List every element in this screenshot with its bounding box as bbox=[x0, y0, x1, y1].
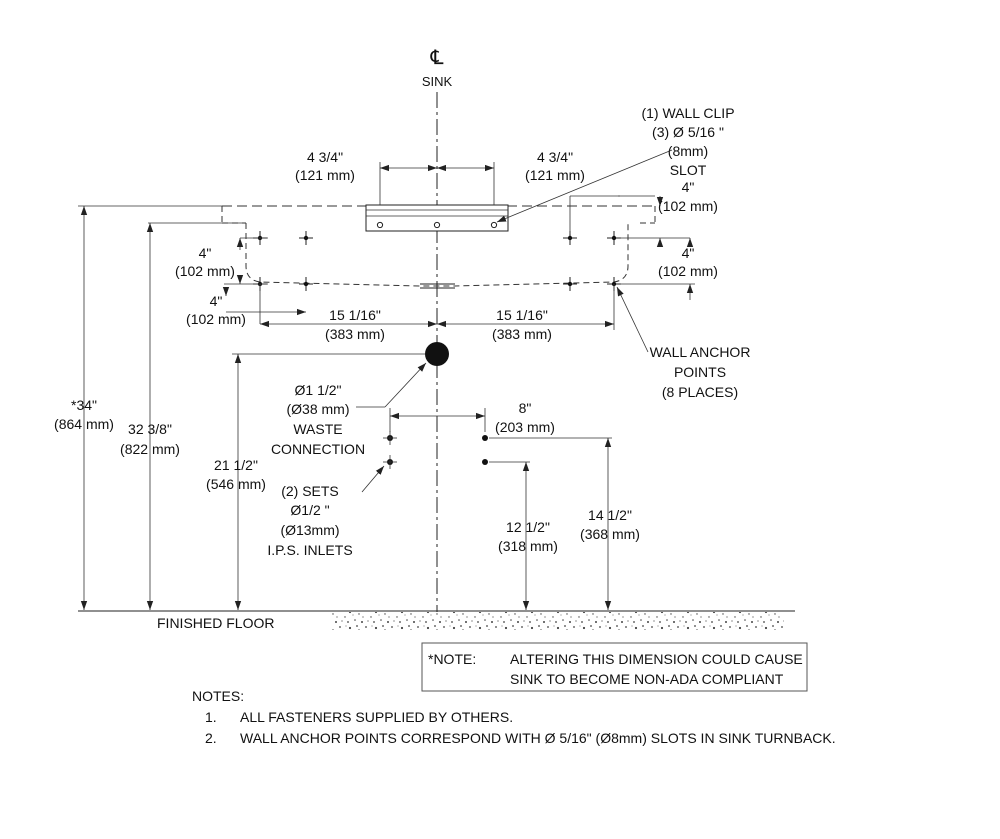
supply-inlets: 8" (203 mm) (2) SETS Ø1/2 " (Ø13mm) I.P.… bbox=[267, 400, 555, 558]
wall-clip-callout-line: (1) WALL CLIP bbox=[641, 105, 734, 121]
dim-height-12-metric: (318 mm) bbox=[498, 538, 558, 554]
inlet-callout-line: I.P.S. INLETS bbox=[267, 542, 352, 558]
centerline-label: SINK bbox=[422, 74, 453, 89]
wall-clip bbox=[365, 204, 509, 232]
note-number: 1. bbox=[205, 709, 217, 725]
centerline-symbol: ℄ bbox=[430, 47, 444, 69]
dim-clip-left-value: 4 3/4" bbox=[307, 149, 343, 165]
wall-anchor-point bbox=[563, 277, 577, 291]
inlet-callout-line: Ø1/2 " bbox=[290, 502, 329, 518]
dim-clip-right-metric: (121 mm) bbox=[525, 167, 585, 183]
dim-inlet-spacing-value: 8" bbox=[519, 400, 532, 416]
dim-mid-left-4-value: 4" bbox=[199, 245, 212, 261]
dim-top-right-4-value: 4" bbox=[682, 179, 695, 195]
dim-height-14-value: 14 1/2" bbox=[588, 507, 632, 523]
dim-span-left-value: 15 1/16" bbox=[329, 307, 381, 323]
dim-height-21-metric: (546 mm) bbox=[206, 476, 266, 492]
dim-height-32-metric: (822 mm) bbox=[120, 441, 180, 457]
wall-clip-callout: (1) WALL CLIP (3) Ø 5/16 " (8mm) SLOT bbox=[496, 105, 735, 223]
clip-slot bbox=[490, 221, 498, 229]
floor-label: FINISHED FLOOR bbox=[157, 615, 274, 631]
inlet-callout-line: (2) SETS bbox=[281, 483, 339, 499]
wall-anchor-callout: WALL ANCHOR POINTS (8 PLACES) bbox=[616, 286, 751, 400]
wall-clip-callout-line: (8mm) bbox=[668, 143, 708, 159]
general-notes: NOTES: 1. ALL FASTENERS SUPPLIED BY OTHE… bbox=[192, 688, 836, 746]
wall-anchor-callout-line: POINTS bbox=[674, 364, 726, 380]
dim-span-left-metric: (383 mm) bbox=[325, 326, 385, 342]
ada-note-box: *NOTE: ALTERING THIS DIMENSION COULD CAU… bbox=[421, 642, 808, 692]
ada-note-line: ALTERING THIS DIMENSION COULD CAUSE bbox=[510, 651, 803, 667]
dim-clip: 4 3/4" (121 mm) 4 3/4" (121 mm) bbox=[295, 149, 585, 205]
dim-mid-right-4-metric: (102 mm) bbox=[658, 263, 718, 279]
ada-note-line: SINK TO BECOME NON-ADA COMPLIANT bbox=[510, 671, 784, 687]
waste-callout-line: WASTE bbox=[293, 421, 342, 437]
dim-height-12-value: 12 1/2" bbox=[506, 519, 550, 535]
wall-clip-callout-line: SLOT bbox=[670, 162, 707, 178]
notes-heading: NOTES: bbox=[192, 688, 244, 704]
dim-top-right-4-metric: (102 mm) bbox=[658, 198, 718, 214]
clip-slot bbox=[433, 221, 441, 229]
dim-left-4: 4" (102 mm) 4" (102 mm) bbox=[148, 222, 306, 327]
waste-callout-line: (Ø38 mm) bbox=[287, 401, 350, 417]
wall-anchor-point bbox=[299, 231, 313, 245]
dim-clip-left-metric: (121 mm) bbox=[295, 167, 355, 183]
dim-low-left-4-value: 4" bbox=[210, 293, 223, 309]
dim-inlet-spacing-metric: (203 mm) bbox=[495, 419, 555, 435]
note-text: WALL ANCHOR POINTS CORRESPOND WITH Ø 5/1… bbox=[240, 730, 836, 746]
dim-height-14-metric: (368 mm) bbox=[580, 526, 640, 542]
clip-slot bbox=[376, 221, 384, 229]
wall-clip-callout-line: (3) Ø 5/16 " bbox=[652, 124, 724, 140]
dim-height-34-metric: (864 mm) bbox=[54, 416, 114, 432]
sink-centerline: ℄ SINK bbox=[422, 47, 453, 612]
dim-mid-right-4-value: 4" bbox=[682, 245, 695, 261]
wall-anchor-callout-line: WALL ANCHOR bbox=[650, 344, 751, 360]
inlet-callout-line: (Ø13mm) bbox=[280, 522, 339, 538]
dim-clip-right-value: 4 3/4" bbox=[537, 149, 573, 165]
dim-right-4: 4" (102 mm) 4" (102 mm) bbox=[569, 179, 718, 300]
wall-anchor-point bbox=[299, 277, 313, 291]
note-number: 2. bbox=[205, 730, 217, 746]
dim-low-left-4-metric: (102 mm) bbox=[186, 311, 246, 327]
wall-anchor-callout-line: (8 PLACES) bbox=[662, 384, 738, 400]
dim-height-32-value: 32 3/8" bbox=[128, 421, 172, 437]
height-dims: *34" (864 mm) 32 3/8" (822 mm) 21 1/2" (… bbox=[54, 205, 640, 610]
dim-height-21-value: 21 1/2" bbox=[214, 457, 258, 473]
ada-note-tag: *NOTE: bbox=[428, 651, 476, 667]
waste-callout-line: Ø1 1/2" bbox=[295, 382, 342, 398]
waste-connection: Ø1 1/2" (Ø38 mm) WASTE CONNECTION bbox=[271, 342, 449, 457]
dim-span-right-value: 15 1/16" bbox=[496, 307, 548, 323]
dim-mid-left-4-metric: (102 mm) bbox=[175, 263, 235, 279]
note-text: ALL FASTENERS SUPPLIED BY OTHERS. bbox=[240, 709, 513, 725]
finished-floor: FINISHED FLOOR bbox=[78, 610, 795, 631]
floor-hatch bbox=[332, 612, 784, 630]
wall-anchor-point bbox=[607, 231, 621, 245]
dim-height-34-value: *34" bbox=[71, 397, 97, 413]
waste-callout-line: CONNECTION bbox=[271, 441, 365, 457]
dim-span-right-metric: (383 mm) bbox=[492, 326, 552, 342]
dim-span: 15 1/16" (383 mm) 15 1/16" (383 mm) bbox=[260, 284, 615, 342]
